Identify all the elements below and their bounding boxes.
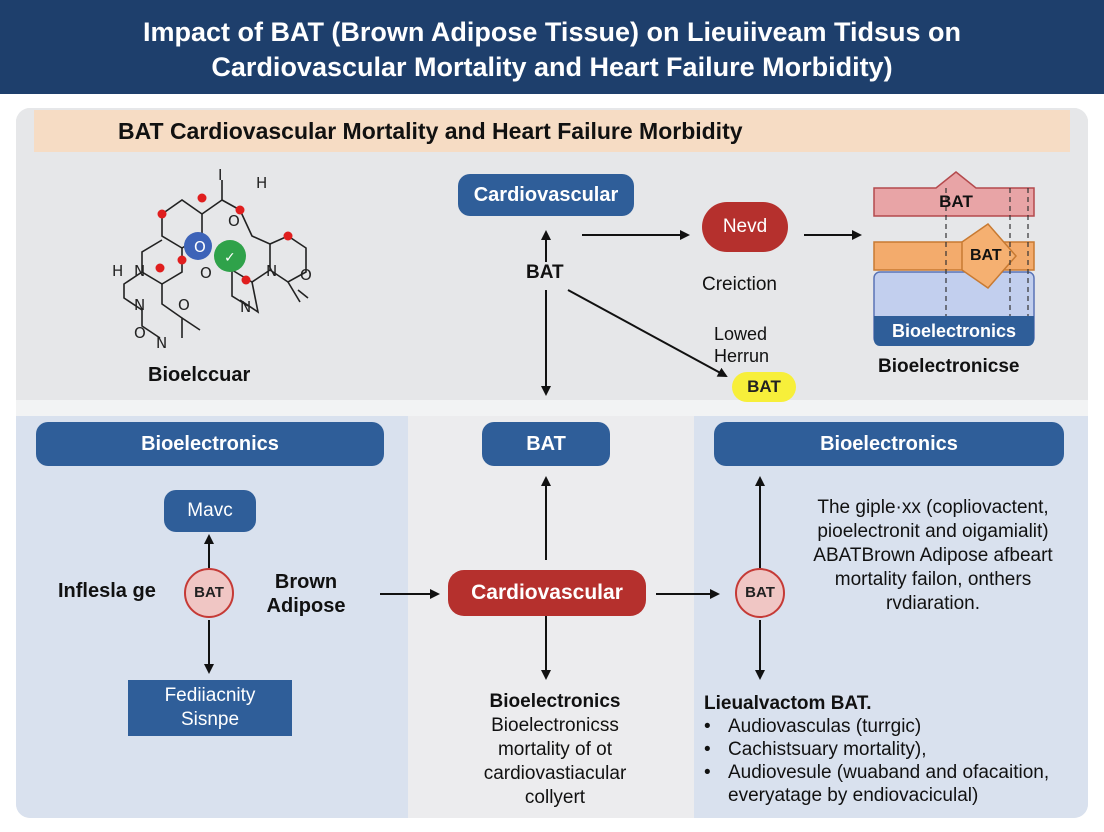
list-item-continuation: everyatage by endiovaciculal) [728, 785, 979, 806]
creiction-label: Creiction [702, 274, 777, 295]
svg-text:N: N [134, 296, 145, 314]
stack-bioelectronics-pill: Bioelectronics [874, 316, 1034, 346]
mid-text-line1: Bioelectronicss [491, 715, 619, 736]
title-line-1: Impact of BAT (Brown Adipose Tissue) on … [142, 17, 962, 47]
title-line-2: Cardiovascular Mortality and Heart Failu… [211, 52, 893, 82]
right-bat-circle: BAT [735, 568, 785, 618]
right-para-line1: The giple·xx (copliovactent, [817, 497, 1049, 518]
title-banner: Impact of BAT (Brown Adipose Tissue) on … [0, 0, 1104, 94]
mid-text-line2: mortality of ot [497, 739, 613, 760]
bat-highlight-badge: BAT [732, 372, 796, 402]
brown-label-line1: Brown [274, 571, 338, 593]
fediiacnity-line1: Fediiacnity [164, 685, 256, 706]
fediiacnity-box: Fediiacnity Sisnpe [128, 680, 292, 736]
molecule-atom-labels: I H O H N N O O N O N N O [112, 166, 312, 352]
subtitle-bar: BAT Cardiovascular Mortality and Heart F… [34, 110, 1070, 152]
list-item: •Audiovasculas (turrgic) [704, 716, 922, 737]
right-header-pill: Bioelectronics [714, 422, 1064, 466]
lowed-label: Lowed [714, 324, 768, 344]
svg-text:N: N [240, 298, 251, 316]
right-list-title: Lieualvactom BAT. [704, 693, 872, 714]
svg-text:O: O [194, 238, 206, 256]
mid-cardiovascular-pill: Cardiovascular [448, 570, 646, 616]
svg-text:H: H [112, 262, 123, 280]
stack-bat-arrow-label: BAT [970, 247, 1002, 264]
mid-text-line3: cardiovastiacular [483, 763, 627, 784]
svg-text:O: O [200, 264, 212, 282]
herrun-label: Herrun [714, 346, 770, 366]
list-item: •Audiovesule (wuaband and ofacaition, [704, 762, 1050, 783]
svg-text:N: N [134, 262, 145, 280]
mid-text-line4: collyert [524, 787, 586, 808]
right-para-line5: rvdiaration. [886, 593, 980, 614]
brown-label-line2: Adipose [266, 595, 346, 617]
nevd-node: Nevd [702, 202, 788, 252]
svg-text:✓: ✓ [224, 250, 236, 266]
left-header-pill: Bioelectronics [36, 422, 384, 466]
right-paragraph: The giple·xx (copliovactent, pioelectron… [796, 496, 1070, 616]
brown-adipose-label: Brown Adipose [264, 570, 348, 618]
fediiacnity-line2: Sisnpe [180, 709, 240, 730]
left-bat-circle: BAT [184, 568, 234, 618]
svg-text:O: O [134, 324, 146, 342]
right-para-line3: ABATBrown Adipose afbeart [813, 545, 1053, 566]
svg-text:O: O [228, 212, 240, 230]
right-para-line2: pioelectronit and oigamialit) [817, 521, 1049, 542]
svg-text:I: I [218, 166, 222, 184]
molecule-caption: Bioelccuar [148, 364, 251, 386]
molecule-atoms-red [155, 193, 293, 285]
infleslage-label: Inflesla ge [58, 580, 156, 602]
top-cardiovascular-pill: Cardiovascular [458, 174, 634, 216]
svg-text:O: O [300, 266, 312, 284]
band-separator [16, 400, 1088, 416]
molecule-atom-green [214, 240, 246, 272]
svg-text:N: N [156, 334, 167, 352]
svg-text:N: N [266, 262, 277, 280]
middle-column [408, 416, 694, 818]
top-bat-label: BAT [526, 262, 564, 283]
stack-bat-top-label: BAT [939, 192, 973, 211]
svg-text:O: O [178, 296, 190, 314]
right-para-line4: mortality failon, onthers [834, 569, 1032, 590]
molecule-atom-blue [184, 232, 212, 260]
svg-text:H: H [256, 174, 267, 192]
mid-text-block: Bioelectronics Bioelectronicss mortality… [470, 690, 640, 810]
mavc-node: Mavc [164, 490, 256, 532]
list-item: •Cachistsuary mortality), [704, 739, 927, 760]
right-list-block: Lieualvactom BAT. •Audiovasculas (turrgi… [704, 692, 1088, 807]
mid-header-pill: BAT [482, 422, 610, 466]
stack-caption: Bioelectronicse [878, 356, 1020, 377]
mid-text-title: Bioelectronics [489, 691, 621, 712]
